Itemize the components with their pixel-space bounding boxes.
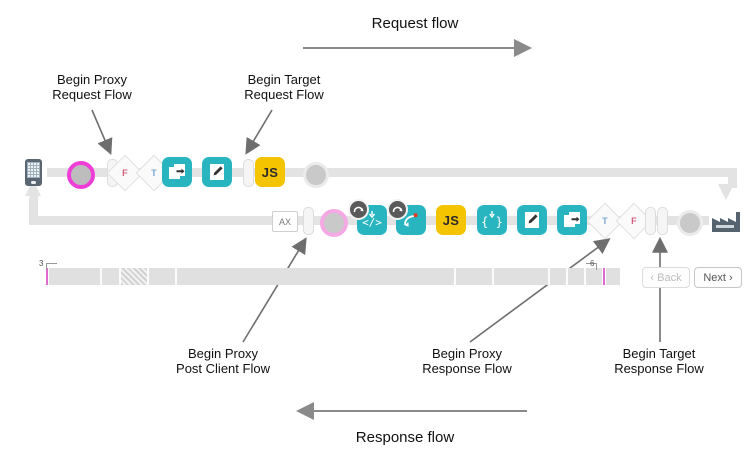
timeline-marker-right: [603, 268, 605, 285]
svg-text:</>: </>: [362, 216, 382, 229]
response-flow-title: Response flow: [355, 429, 455, 446]
timeline-label-right: 6: [590, 259, 595, 268]
post-client-start-dot[interactable]: [320, 209, 348, 237]
diamond-label: T: [602, 216, 608, 226]
factory-icon: [712, 212, 740, 232]
timeline-segment-hatched[interactable]: [121, 268, 147, 285]
assign-message-icon: [525, 212, 539, 228]
raise-fault-icon: [404, 213, 418, 227]
service-callout-icon: [169, 164, 185, 179]
timeline-bracket-right: [586, 263, 597, 270]
response-end-dot[interactable]: [677, 210, 703, 236]
diamond-label: T: [151, 168, 157, 178]
assign-message-icon: [210, 164, 224, 180]
json-braces-icon: { }: [482, 211, 502, 229]
post-client-separator-bar[interactable]: [303, 207, 314, 235]
svg-text:{ }: { }: [482, 215, 502, 229]
rotate-arrow-icon: [392, 206, 403, 213]
timeline-label-left: 3: [39, 259, 44, 268]
rotate-arrow-icon: [353, 206, 364, 213]
policy-condition-badge[interactable]: [387, 199, 408, 220]
callout-begin-proxy-post-client: Begin Proxy Post Client Flow: [176, 346, 270, 376]
chip-label: JS: [261, 164, 279, 180]
timeline-segment[interactable]: [568, 268, 584, 285]
target-request-separator-bar[interactable]: [243, 159, 254, 187]
target-response-separator-bar[interactable]: [657, 207, 668, 235]
proxy-request-start-dot[interactable]: [67, 161, 95, 189]
callout-begin-target-request: Begin Target Request Flow: [244, 72, 324, 102]
timeline-segment[interactable]: [149, 268, 175, 285]
policy-javascript[interactable]: JS: [436, 205, 466, 235]
timeline-bracket-left: [46, 263, 57, 270]
timeline-segment[interactable]: [49, 268, 100, 285]
leader-begin-proxy-response: [469, 238, 611, 343]
leader-begin-target-request: [245, 109, 273, 155]
analytics-label: AX: [278, 216, 291, 227]
service-callout-icon: [564, 212, 580, 227]
analytics-box[interactable]: AX: [272, 211, 298, 232]
chip-label: JS: [442, 212, 460, 228]
timeline-segment[interactable]: [550, 268, 566, 285]
client-return-arrowhead: [25, 180, 41, 196]
diamond-label: F: [122, 168, 128, 178]
policy-service-callout[interactable]: [162, 157, 192, 187]
policy-assign-message[interactable]: [202, 157, 232, 187]
policy-service-callout[interactable]: [557, 205, 587, 235]
extract-variables-icon: </>: [362, 211, 382, 229]
next-button[interactable]: Next ›: [694, 267, 742, 288]
timeline-segment[interactable]: [606, 268, 620, 285]
request-end-dot[interactable]: [303, 162, 329, 188]
timeline-segment[interactable]: [102, 268, 119, 285]
timeline-segment[interactable]: [177, 268, 454, 285]
policy-javascript[interactable]: JS: [255, 157, 285, 187]
proxy-response-separator-bar[interactable]: [645, 207, 656, 235]
callout-begin-target-response: Begin Target Response Flow: [614, 346, 704, 376]
timeline-segment[interactable]: [494, 268, 548, 285]
callout-begin-proxy-response: Begin Proxy Response Flow: [422, 346, 512, 376]
request-track-elbow: [728, 168, 737, 188]
policy-json-to-xml[interactable]: { }: [477, 205, 507, 235]
response-track-elbow: [29, 195, 38, 220]
request-track: [47, 168, 737, 177]
request-flow-title: Request flow: [371, 15, 459, 32]
callout-begin-proxy-request: Begin Proxy Request Flow: [52, 72, 132, 102]
timeline-marker-left: [46, 268, 48, 285]
leader-begin-proxy-post-client: [242, 237, 307, 343]
back-button[interactable]: ‹ Back: [642, 267, 690, 288]
timeline-segment[interactable]: [586, 268, 602, 285]
leader-begin-proxy-request: [91, 109, 113, 155]
target-enter-arrowhead: [718, 184, 734, 200]
policy-assign-message[interactable]: [517, 205, 547, 235]
timeline-segment[interactable]: [456, 268, 492, 285]
mobile-phone-icon: [25, 159, 42, 186]
timeline-track[interactable]: [46, 268, 620, 285]
diamond-label: F: [631, 216, 637, 226]
policy-condition-badge[interactable]: [348, 199, 369, 220]
